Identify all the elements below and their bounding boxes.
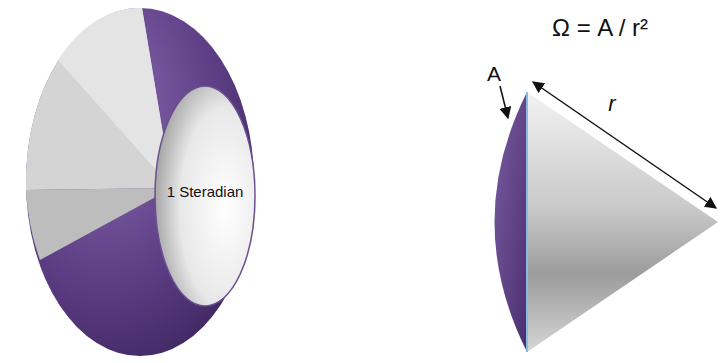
steradian-cavity [155, 86, 255, 306]
radius-label: r [608, 92, 615, 116]
radius-arrow [533, 82, 716, 208]
sphere-figure [26, 8, 255, 356]
cone-figure [495, 82, 719, 352]
cone [527, 92, 718, 352]
cut-plane [26, 8, 172, 190]
area-cap [495, 92, 528, 352]
formula: Ω = A / r² [552, 15, 648, 41]
area-label: A [487, 62, 501, 85]
sphere [26, 8, 254, 356]
cap-rim [526, 92, 528, 352]
cut-plane-top [58, 8, 172, 188]
cut-plane-bottom [26, 188, 172, 260]
figure-label: 1 Steradian [167, 184, 244, 201]
area-leader [500, 86, 508, 118]
